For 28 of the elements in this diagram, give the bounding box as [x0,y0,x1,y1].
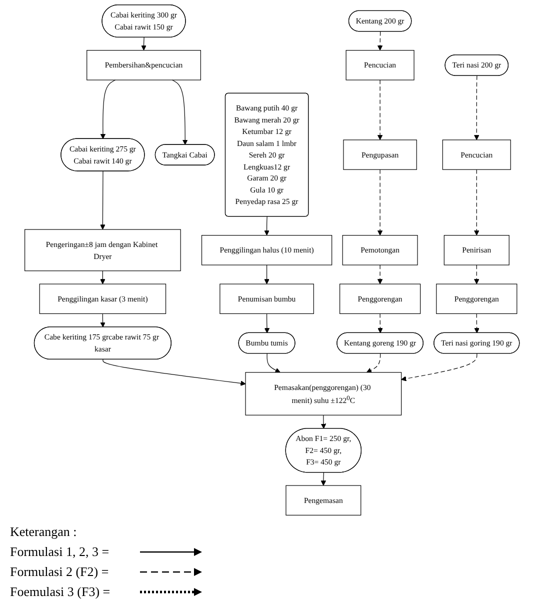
arrow [100,170,106,230]
arrow [474,169,480,236]
legend-text: Foemulasi 3 (F3) = [10,584,112,600]
arrow [102,359,246,386]
arrow [377,80,383,140]
arrow [320,414,326,429]
arrow [172,80,188,145]
arrow [377,169,383,236]
arrow [266,353,280,373]
arrow [474,264,480,284]
arrow [377,264,383,284]
legend-text: Formulasi 2 (F2) = [10,564,110,580]
arrow [100,80,116,140]
arrow [264,216,270,236]
arrow [320,472,326,486]
arrow [378,313,383,334]
arrow [474,76,480,140]
arrow [100,270,106,284]
arrow [100,313,106,328]
arrow [377,31,383,51]
arrow [264,313,270,334]
arrow [264,264,270,284]
arrow [366,353,381,373]
arrow [474,313,480,334]
legend-title: Keterangan : [10,524,77,540]
arrow [401,353,478,382]
arrow [141,37,146,51]
legend-text: Formulasi 1, 2, 3 = [10,544,110,560]
